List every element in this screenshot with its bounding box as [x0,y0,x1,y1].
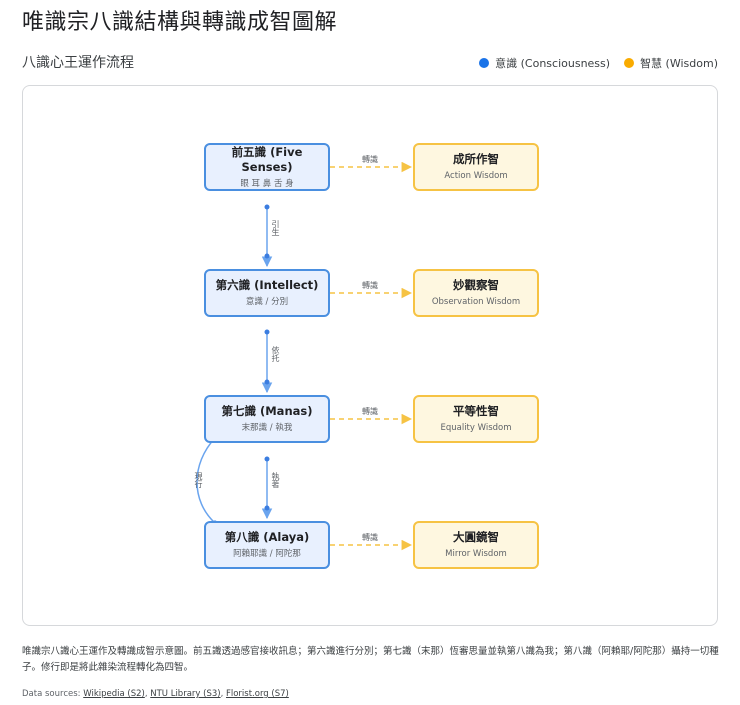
edge-seventh-to-eighth [261,456,273,520]
page-title: 唯識宗八識結構與轉識成智圖解 [22,10,338,35]
node-subtitle: Action Wisdom [444,171,508,181]
source-link-florist[interactable]: Florist.org (S7) [225,689,289,699]
edge-label-down-3: 執著 [271,472,280,488]
node-equality-wisdom: 平等性智 Equality Wisdom [413,395,539,443]
node-five-senses: 前五識 (Five Senses) 眼 耳 鼻 舌 身 [204,143,330,191]
edge-label-transform: 轉識 [362,155,378,164]
edge-label-down-2: 依托 [271,346,280,362]
node-alaya: 第八識 (Alaya) 阿賴耶識 / 阿陀那 [204,521,330,569]
node-subtitle: Observation Wisdom [431,297,521,307]
node-title: 第八識 (Alaya) [224,530,310,544]
edge-label-transform: 轉識 [362,407,378,416]
caption: 唯識宗八識心王運作及轉識成智示意圖。前五識透過感官接收訊息；第六識進行分別；第七… [22,646,719,673]
node-title: 大圓鏡智 [453,530,499,544]
node-subtitle: Equality Wisdom [440,423,512,433]
legend-item-wisdom: 智慧 (Wisdom) [624,55,718,71]
source-link-ntu-library[interactable]: NTU Library (S3) [150,689,221,699]
sources-prefix: Data sources: [22,689,81,699]
source-link-wikipedia[interactable]: Wikipedia (S2) [83,689,145,699]
node-intellect: 第六識 (Intellect) 意識 / 分別 [204,269,330,317]
node-subtitle: 意識 / 分別 [245,297,289,307]
node-mirror-wisdom: 大圓鏡智 Mirror Wisdom [413,521,539,569]
data-sources: Data sources: Wikipedia (S2), NTU Librar… [22,689,289,699]
diagram-subtitle: 八識心王運作流程 [22,55,134,71]
node-subtitle: 阿賴耶識 / 阿陀那 [233,549,301,559]
diagram-canvas: 前五識 (Five Senses) 眼 耳 鼻 舌 身 第六識 (Intelle… [22,85,718,626]
node-subtitle: Mirror Wisdom [445,549,507,559]
node-title: 成所作智 [453,152,499,166]
node-title: 第六識 (Intellect) [215,278,319,292]
legend: 意識 (Consciousness) 智慧 (Wisdom) [479,55,718,71]
edge-sixth-to-seventh [261,329,273,394]
edge-label-transform: 轉識 [362,533,378,542]
node-subtitle: 眼 耳 鼻 舌 身 [240,178,294,189]
node-action-wisdom: 成所作智 Action Wisdom [413,143,539,191]
node-title: 前五識 (Five Senses) [231,144,303,174]
legend-label-wisdom: 智慧 (Wisdom) [640,57,718,70]
edge-layer [196,161,413,551]
edge-five-to-sixth [261,204,273,268]
legend-dot-wisdom [624,58,635,68]
node-manas: 第七識 (Manas) 末那識 / 執我 [204,395,330,443]
node-title: 第七識 (Manas) [221,404,313,418]
legend-dot-consciousness [479,58,490,68]
node-observation-wisdom: 妙觀察智 Observation Wisdom [413,269,539,317]
edge-label-loop: 現行 [194,472,203,488]
legend-label-consciousness: 意識 (Consciousness) [495,57,611,70]
legend-item-consciousness: 意識 (Consciousness) [479,55,610,71]
node-title: 平等性智 [453,404,499,418]
node-subtitle: 末那識 / 執我 [241,423,293,433]
edge-label-transform: 轉識 [362,281,378,290]
edge-label-down-1: 引生 [271,220,280,236]
node-title: 妙觀察智 [453,278,499,292]
